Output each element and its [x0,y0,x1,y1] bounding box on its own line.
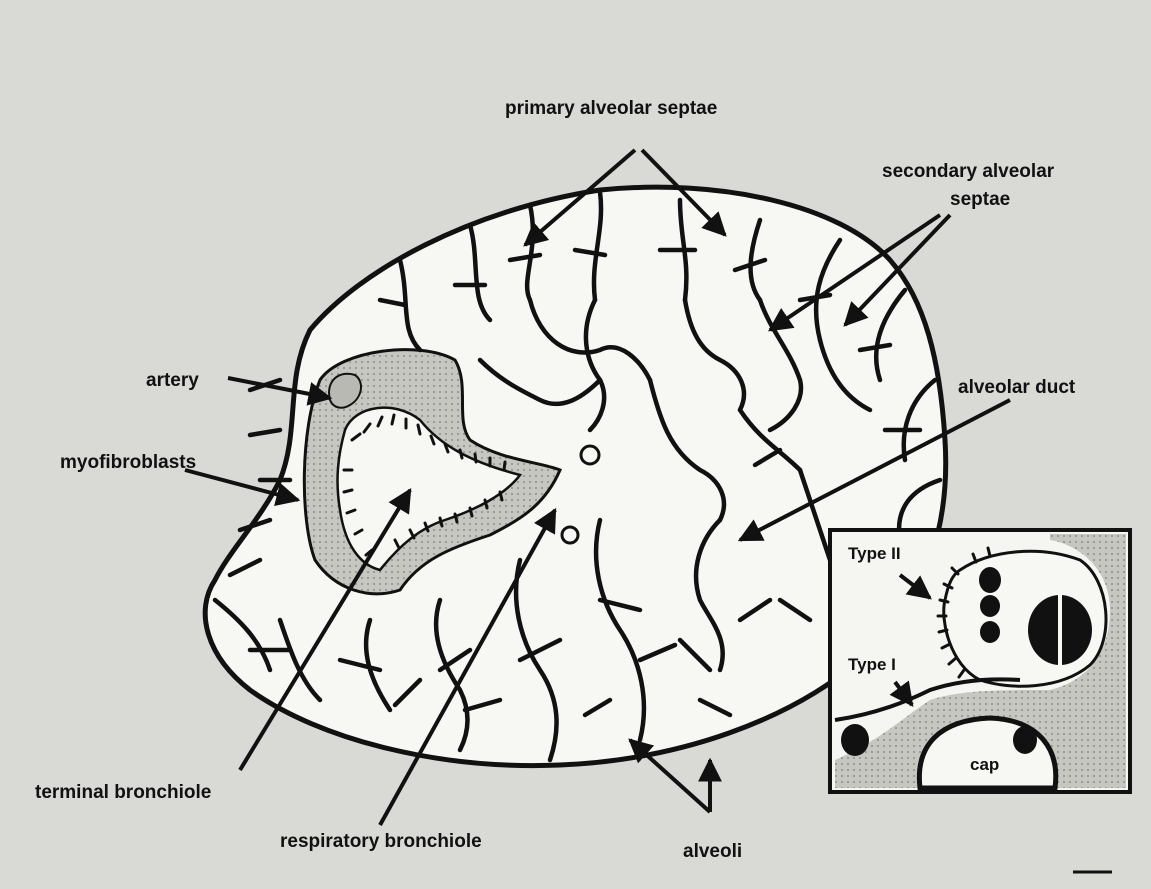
label-alveolar-duct: alveolar duct [958,377,1076,398]
label-primary-septae: primary alveolar septae [505,98,717,119]
label-terminal-bronchiole: terminal bronchiole [35,782,211,803]
label-secondary-septae-2: septae [950,189,1010,210]
lamellar-body-1 [979,567,1001,593]
label-cap: cap [970,755,999,774]
label-artery: artery [146,370,199,391]
lamellar-body-2 [980,595,1000,617]
lamellar-body-3 [980,621,1000,643]
capillary-nucleus [1013,726,1037,754]
label-type2: Type II [848,544,901,563]
label-alveoli: alveoli [683,841,742,862]
label-respiratory-bronchiole: respiratory bronchiole [280,831,482,852]
label-myofibroblasts: myofibroblasts [60,452,196,473]
label-secondary-septae-1: secondary alveolar [882,161,1055,182]
type1-nucleus [841,724,869,756]
label-type1: Type I [848,655,896,674]
